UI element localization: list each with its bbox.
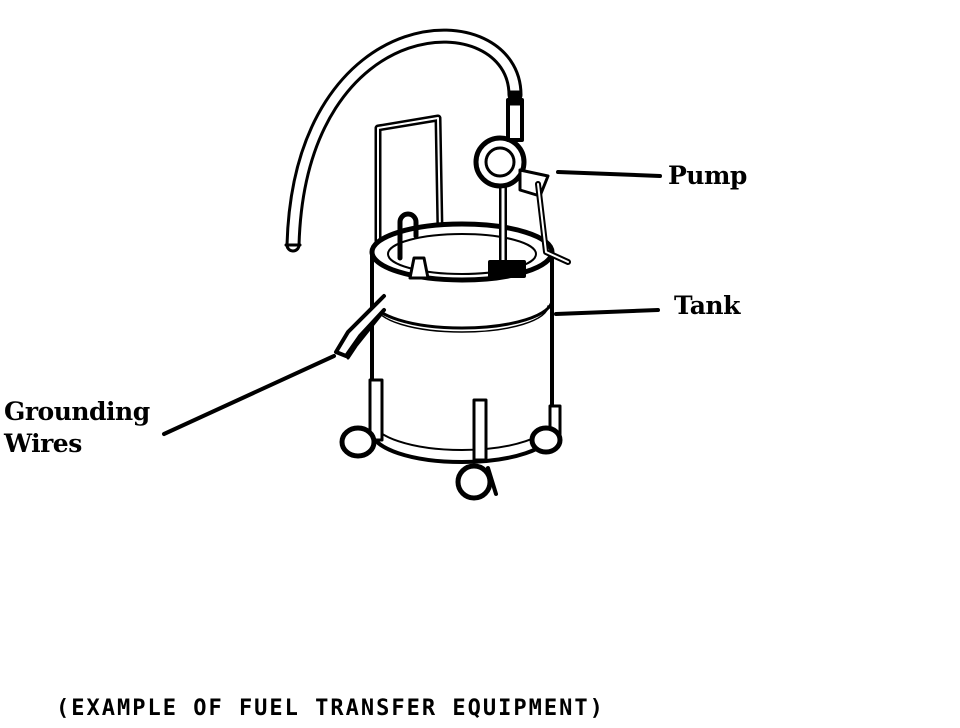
grounding-clamps bbox=[334, 294, 386, 360]
vent-fitting bbox=[397, 211, 430, 280]
pump-leader-line bbox=[556, 170, 662, 178]
delivery-hose bbox=[284, 17, 523, 253]
pump-label: Pump bbox=[668, 161, 747, 190]
figure-caption: (EXAMPLE OF FUEL TRANSFER EQUIPMENT) bbox=[56, 696, 605, 721]
grounding-leader-line bbox=[162, 354, 336, 436]
tank-label: Tank bbox=[674, 291, 740, 320]
pump-assembly bbox=[473, 90, 571, 278]
tank-leader-line bbox=[554, 308, 660, 316]
caster-wheels bbox=[339, 378, 563, 501]
tank-handle bbox=[374, 114, 444, 294]
grounding-wires-label-line2: Wires bbox=[4, 429, 82, 458]
grounding-wires-label-line1: Grounding bbox=[4, 397, 150, 426]
